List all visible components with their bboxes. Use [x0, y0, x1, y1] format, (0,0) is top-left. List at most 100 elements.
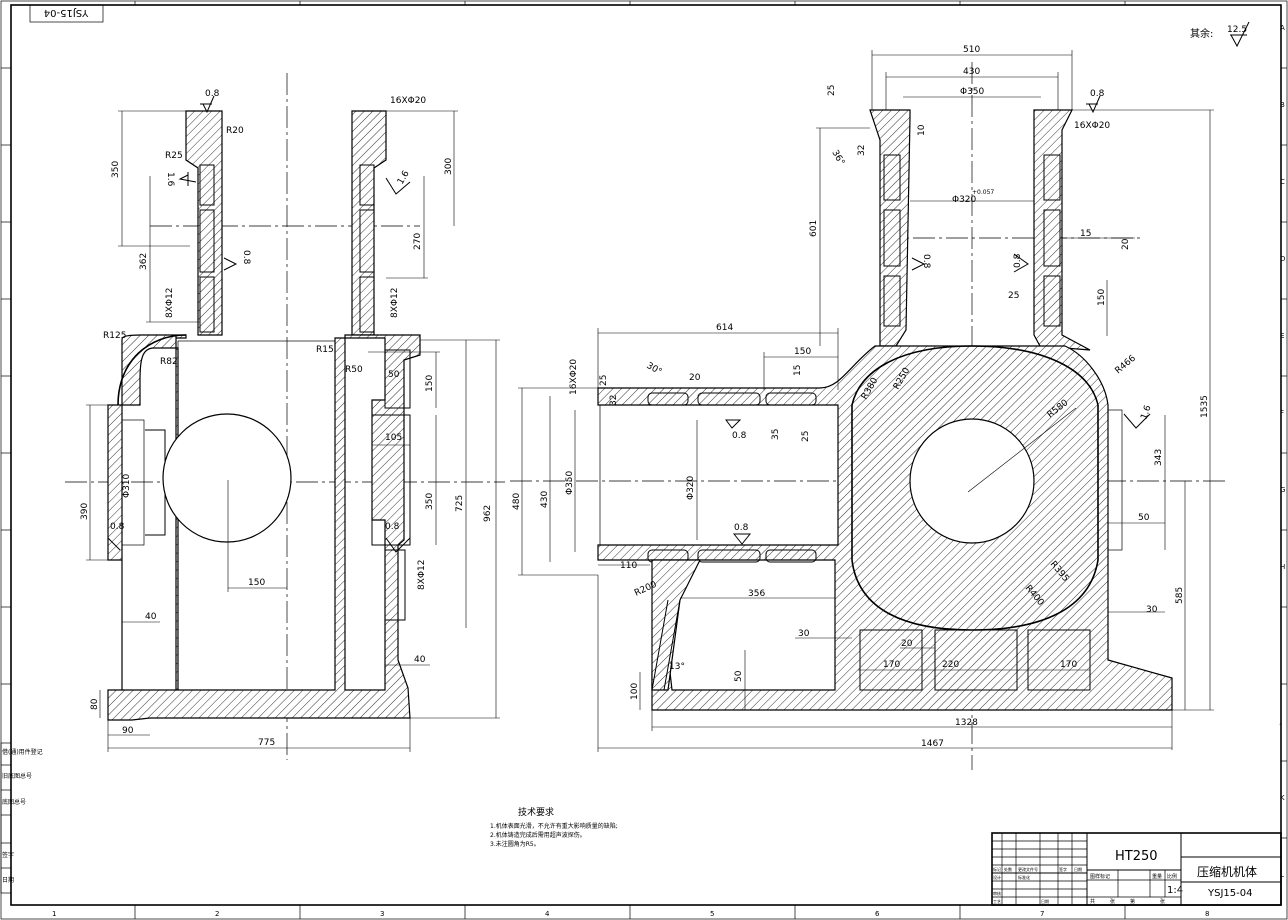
- tb-cell-5: 设计: [993, 874, 1001, 880]
- zone-col-8: 8: [1205, 910, 1209, 918]
- svg-text:510: 510: [963, 45, 980, 55]
- zone-row-g: G: [1280, 486, 1285, 494]
- svg-text:10: 10: [917, 124, 927, 136]
- scale-value: 1:4: [1167, 885, 1183, 896]
- tech-item-3: 3.未注圆角为R5。: [490, 840, 540, 848]
- zone-row-c: C: [1280, 178, 1285, 186]
- zone-row-a: A: [1280, 24, 1285, 32]
- zone-col-2: 2: [215, 910, 219, 918]
- svg-text:362: 362: [139, 253, 149, 270]
- svg-text:350: 350: [425, 493, 435, 510]
- tech-item-2: 2.机体铸造完成后需用超声波探伤。: [490, 831, 586, 839]
- zone-labels: 1 2 3 4 5 6 7 8 A B C D E F G H I J K L: [52, 24, 1285, 918]
- tb-cell-2: 更改文件号: [1018, 866, 1038, 872]
- svg-text:1328: 1328: [955, 718, 978, 728]
- svg-text:150: 150: [248, 578, 265, 588]
- left-dimension-text: 350 362 300 270 8XΦ12 8XΦ12 8XΦ12 16XΦ20…: [80, 96, 493, 748]
- part-name: 压缩机机体: [1197, 864, 1257, 879]
- svg-text:20: 20: [1121, 238, 1131, 250]
- svg-text:150: 150: [425, 375, 435, 392]
- svg-text:270: 270: [413, 233, 423, 250]
- svg-text:R50: R50: [345, 365, 363, 375]
- svg-text:8XΦ12: 8XΦ12: [165, 288, 175, 318]
- zone-row-e: E: [1280, 332, 1284, 340]
- svg-text:50: 50: [734, 670, 744, 682]
- right-dimensions: [518, 50, 1214, 752]
- zone-row-d: D: [1280, 255, 1285, 263]
- svg-text:Φ320: Φ320: [952, 195, 977, 205]
- svg-text:110: 110: [620, 561, 637, 571]
- svg-text:430: 430: [540, 491, 550, 508]
- svg-text:R20: R20: [226, 126, 244, 136]
- svg-text:220: 220: [942, 660, 959, 670]
- tb-cell-4: 日期: [1074, 866, 1082, 872]
- side-label-1: 旧底图总号: [2, 772, 32, 780]
- tech-heading: 技术要求: [518, 806, 554, 818]
- svg-text:0.8: 0.8: [734, 523, 749, 533]
- svg-text:R125: R125: [103, 331, 126, 341]
- svg-text:R466: R466: [1114, 353, 1139, 376]
- zone-row-j: J: [1279, 717, 1282, 725]
- svg-text:390: 390: [80, 503, 90, 520]
- svg-text:50: 50: [388, 370, 400, 380]
- svg-text:170: 170: [883, 660, 900, 670]
- zone-row-l: L: [1280, 871, 1284, 879]
- svg-text:R82: R82: [160, 357, 178, 367]
- tb-cell-0: 标记: [993, 866, 1001, 872]
- zone-col-7: 7: [1040, 910, 1044, 918]
- svg-text:R25: R25: [165, 151, 183, 161]
- svg-text:32: 32: [857, 145, 867, 156]
- tb-cell-12: 比例: [1167, 873, 1177, 880]
- tb-cell-10: 图样标记: [1090, 873, 1110, 880]
- left-view: 350 362 300 270 8XΦ12 8XΦ12 8XΦ12 16XΦ20…: [65, 73, 505, 760]
- svg-text:30: 30: [798, 629, 810, 639]
- zone-col-6: 6: [875, 910, 880, 918]
- tb-cell-1: 处数: [1004, 866, 1012, 872]
- svg-text:725: 725: [455, 495, 465, 512]
- technical-requirements: 技术要求 1.机体表面光滑，不允许有重大影响质量的缺陷; 2.机体铸造完成后需用…: [490, 806, 618, 848]
- svg-text:0.8: 0.8: [205, 89, 220, 99]
- svg-text:480: 480: [512, 493, 522, 510]
- side-label-2: 底图总号: [2, 798, 26, 806]
- svg-text:350: 350: [111, 161, 121, 178]
- svg-text:100: 100: [630, 683, 640, 700]
- svg-text:13°: 13°: [669, 662, 685, 672]
- svg-text:1.6: 1.6: [396, 169, 412, 187]
- right-roughness: 0.8 0.8 0.8 0.8 1.6 0.8: [725, 89, 1154, 545]
- zone-row-h: H: [1280, 563, 1285, 571]
- svg-text:150: 150: [794, 347, 811, 357]
- tech-item-1: 1.机体表面光滑，不允许有重大影响质量的缺陷;: [490, 822, 618, 830]
- zone-col-3: 3: [380, 910, 384, 918]
- svg-text:300: 300: [444, 158, 454, 175]
- left-dimensions: [86, 110, 500, 752]
- svg-text:150: 150: [1097, 289, 1107, 306]
- tb-cell-14: 张: [1110, 898, 1115, 905]
- svg-text:Φ310: Φ310: [122, 473, 132, 498]
- svg-text:Φ320: Φ320: [686, 475, 696, 500]
- tb-cell-3: 签字: [1059, 866, 1067, 872]
- svg-text:20: 20: [901, 639, 913, 649]
- svg-text:50: 50: [1138, 513, 1150, 523]
- title-block: 标记 处数 更改文件号 签字 日期 设计 标准化 审核 工艺 日期 图样标记 重…: [991, 832, 1282, 906]
- svg-text:962: 962: [483, 505, 493, 522]
- material: HT250: [1115, 849, 1158, 864]
- tb-cell-7: 审核: [993, 890, 1001, 896]
- svg-text:8XΦ12: 8XΦ12: [390, 288, 400, 318]
- side-label-4: 日期: [2, 876, 14, 884]
- drawing-number: YSJ15-04: [1207, 888, 1252, 899]
- svg-text:35: 35: [771, 429, 781, 440]
- svg-text:40: 40: [414, 655, 426, 665]
- zone-col-5: 5: [710, 910, 714, 918]
- stamp-text: YSJ15-04: [44, 7, 89, 18]
- svg-text:775: 775: [258, 738, 275, 748]
- tb-cell-9: 日期: [1041, 898, 1049, 904]
- svg-text:356: 356: [748, 589, 765, 599]
- svg-text:R15: R15: [316, 345, 334, 355]
- tb-cell-16: 张: [1160, 898, 1165, 905]
- svg-text:601: 601: [809, 220, 819, 237]
- svg-text:0.8: 0.8: [385, 522, 400, 532]
- svg-text:Φ350: Φ350: [565, 470, 575, 495]
- drawing-number-stamp: YSJ15-04: [29, 4, 104, 23]
